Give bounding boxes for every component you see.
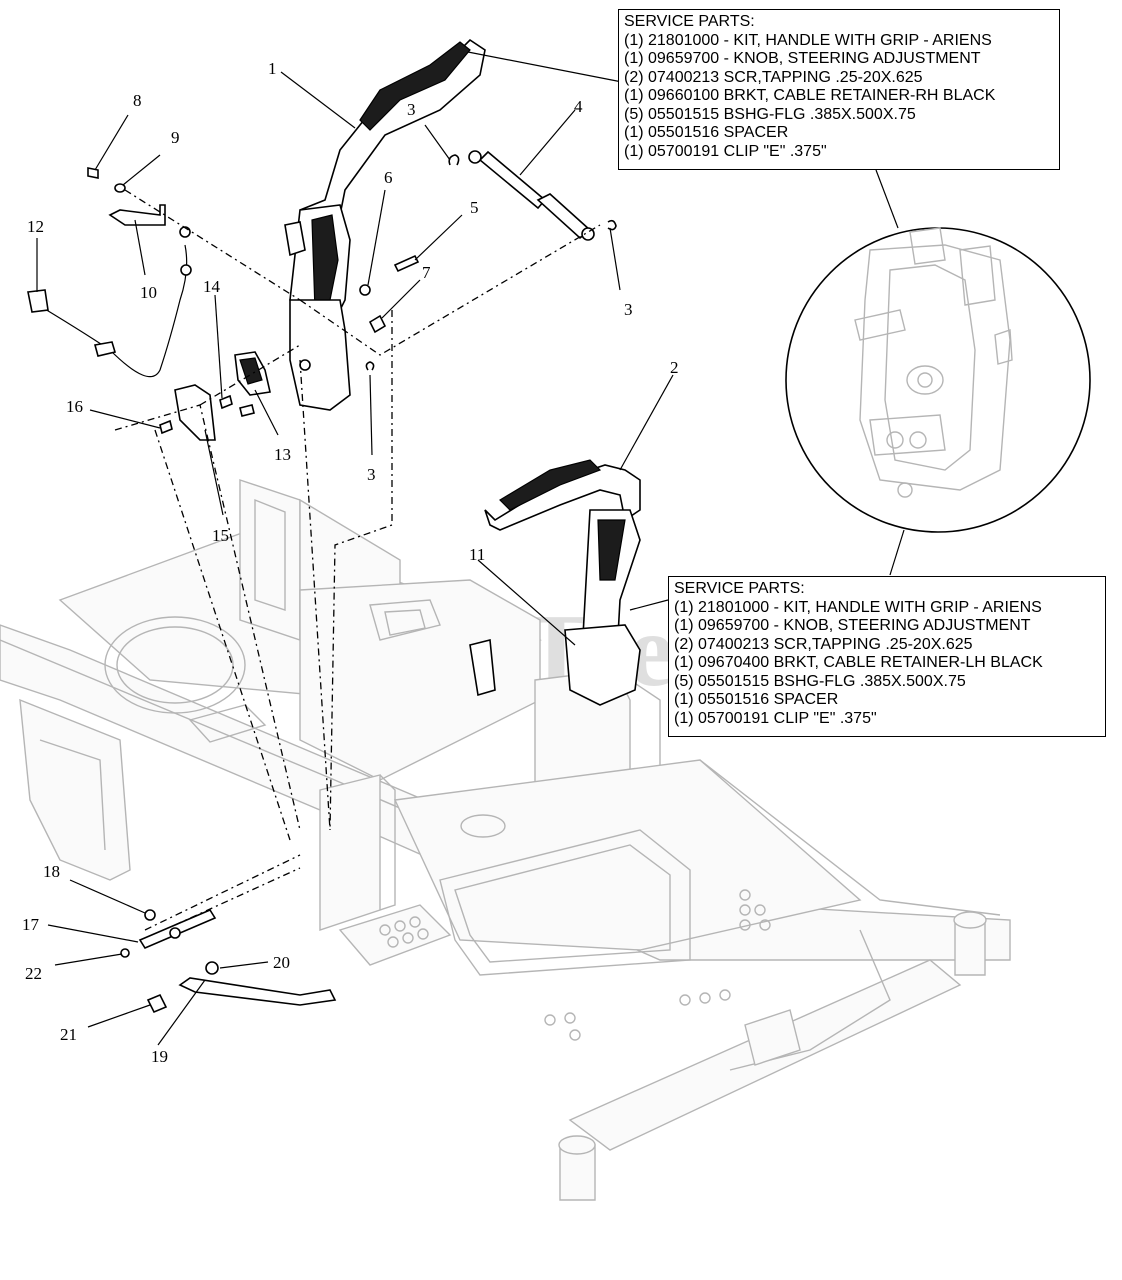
rh-steering-handle xyxy=(284,38,486,411)
callout-numbers: 1 2 3 3 3 4 5 6 7 8 9 10 11 12 13 14 15 … xyxy=(22,59,679,1066)
service-part-line: (1) 05700191 CLIP "E" .375" xyxy=(624,142,827,160)
callout-18: 18 xyxy=(43,862,60,881)
service-part-line: (1) 09659700 - KNOB, STEERING ADJUSTMENT xyxy=(674,617,1031,634)
service-part-line: (1) 05501516 SPACER xyxy=(624,124,789,141)
callout-3b: 3 xyxy=(624,300,633,319)
leader-lines xyxy=(36,51,905,1046)
detail-view xyxy=(785,227,1091,533)
service-part-line: (1) 09670400 BRKT, CABLE RETAINER-LH BLA… xyxy=(674,654,1043,671)
service-part-line: (1) 09660100 BRKT, CABLE RETAINER-RH BLA… xyxy=(624,87,996,104)
callout-1: 1 xyxy=(268,59,277,78)
callout-9: 9 xyxy=(171,128,180,147)
assembly-lines xyxy=(114,189,601,931)
callout-13: 13 xyxy=(274,445,291,464)
callout-3c: 3 xyxy=(367,465,376,484)
callout-7: 7 xyxy=(422,263,431,282)
callout-3a: 3 xyxy=(407,100,416,119)
callout-21: 21 xyxy=(60,1025,77,1044)
callout-16: 16 xyxy=(66,397,83,416)
small-hardware xyxy=(27,150,617,1014)
service-parts-box-lh: SERVICE PARTS: (1) 21801000 - KIT, HANDL… xyxy=(668,576,1106,737)
callout-11: 11 xyxy=(469,545,485,564)
callout-4: 4 xyxy=(574,97,583,116)
service-part-line: (1) 21801000 - KIT, HANDLE WITH GRIP - A… xyxy=(674,598,1042,616)
callout-22: 22 xyxy=(25,964,42,983)
callout-12: 12 xyxy=(27,217,44,236)
service-part-line: (1) 05501516 SPACER xyxy=(674,691,839,708)
callout-15: 15 xyxy=(212,526,229,545)
callout-19: 19 xyxy=(151,1047,168,1066)
service-part-line: (5) 05501515 BSHG-FLG .385X.500X.75 xyxy=(674,672,966,690)
callout-6: 6 xyxy=(384,168,393,187)
service-part-line: (2) 07400213 SCR,TAPPING .25-20X.625 xyxy=(624,68,923,86)
service-part-line: (5) 05501515 BSHG-FLG .385X.500X.75 xyxy=(624,105,916,123)
lh-steering-handle xyxy=(484,459,641,706)
callout-5: 5 xyxy=(470,198,479,217)
callout-14: 14 xyxy=(203,277,221,296)
service-parts-box-rh: SERVICE PARTS: (1) 21801000 - KIT, HANDL… xyxy=(618,9,1060,170)
service-part-line: (1) 09659700 - KNOB, STEERING ADJUSTMENT xyxy=(624,50,981,67)
service-part-line: (2) 07400213 SCR,TAPPING .25-20X.625 xyxy=(674,635,973,653)
callout-17: 17 xyxy=(22,915,40,934)
callout-10: 10 xyxy=(140,283,157,302)
service-part-line: (1) 21801000 - KIT, HANDLE WITH GRIP - A… xyxy=(624,31,992,49)
callout-2: 2 xyxy=(670,358,679,377)
service-parts-heading: SERVICE PARTS: xyxy=(624,13,755,30)
service-part-line: (1) 05700191 CLIP "E" .375" xyxy=(674,709,877,727)
callout-8: 8 xyxy=(133,91,142,110)
callout-20: 20 xyxy=(273,953,290,972)
service-parts-heading: SERVICE PARTS: xyxy=(674,580,805,597)
mower-frame xyxy=(0,479,1011,1201)
